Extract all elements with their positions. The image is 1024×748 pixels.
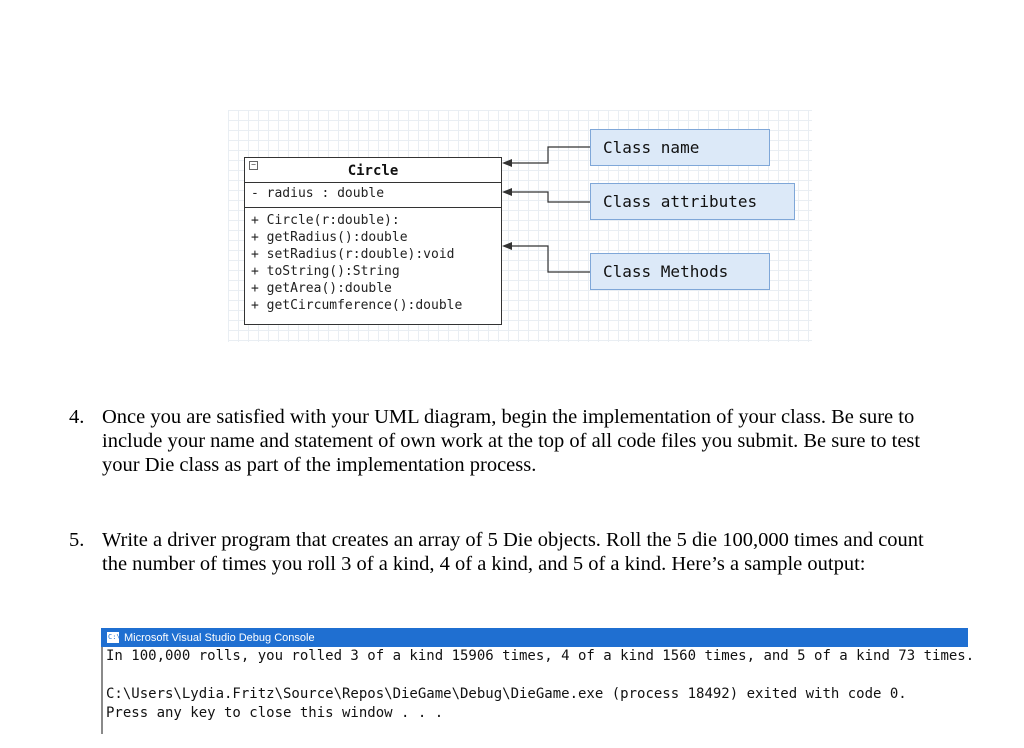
uml-method: + getCircumference():double xyxy=(251,298,463,313)
console-line: In 100,000 rolls, you rolled 3 of a kind… xyxy=(106,648,975,664)
uml-method: + toString():String xyxy=(251,264,400,279)
uml-class-box: − Circle - radius : double + Circle(r:do… xyxy=(244,157,502,325)
list-item-text: Write a driver program that creates an a… xyxy=(102,529,924,575)
console-output: In 100,000 rolls, you rolled 3 of a kind… xyxy=(101,647,975,734)
list-item: 4. Once you are satisfied with your UML … xyxy=(69,405,949,477)
uml-class-diagram: − Circle - radius : double + Circle(r:do… xyxy=(228,110,812,342)
console-line xyxy=(106,666,968,685)
uml-method: + setRadius(r:double):void xyxy=(251,247,455,262)
uml-method: + getArea():double xyxy=(251,281,392,296)
label-class-attributes: Class attributes xyxy=(590,183,795,220)
arrowhead-class-name xyxy=(502,159,512,167)
console-line: Press any key to close this window . . . xyxy=(106,705,444,721)
console-window: Microsoft Visual Studio Debug Console In… xyxy=(101,628,975,734)
uml-attribute: - radius : double xyxy=(245,183,501,208)
console-app-icon xyxy=(107,632,121,643)
label-class-methods: Class Methods xyxy=(590,253,770,290)
console-title: Microsoft Visual Studio Debug Console xyxy=(124,631,315,644)
list-item-number: 4. xyxy=(69,406,85,428)
uml-method: + getRadius():double xyxy=(251,230,408,245)
list-item-text: Once you are satisfied with your UML dia… xyxy=(102,406,921,476)
console-line: C:\Users\Lydia.Fritz\Source\Repos\DieGam… xyxy=(106,686,907,702)
console-titlebar: Microsoft Visual Studio Debug Console xyxy=(101,628,968,647)
uml-method: + Circle(r:double): xyxy=(251,213,400,228)
uml-methods-list: + Circle(r:double): + getRadius():double… xyxy=(245,208,501,314)
diagram-connectors xyxy=(502,146,590,273)
arrowhead-class-attributes xyxy=(502,188,512,196)
uml-class-header: − Circle xyxy=(245,158,501,183)
uml-class-name: Circle xyxy=(347,163,399,179)
list-item-number: 5. xyxy=(69,529,85,551)
collapse-icon: − xyxy=(249,161,258,170)
list-item: 5. Write a driver program that creates a… xyxy=(69,528,949,600)
label-class-name: Class name xyxy=(590,129,770,166)
arrowhead-class-methods xyxy=(502,242,512,250)
